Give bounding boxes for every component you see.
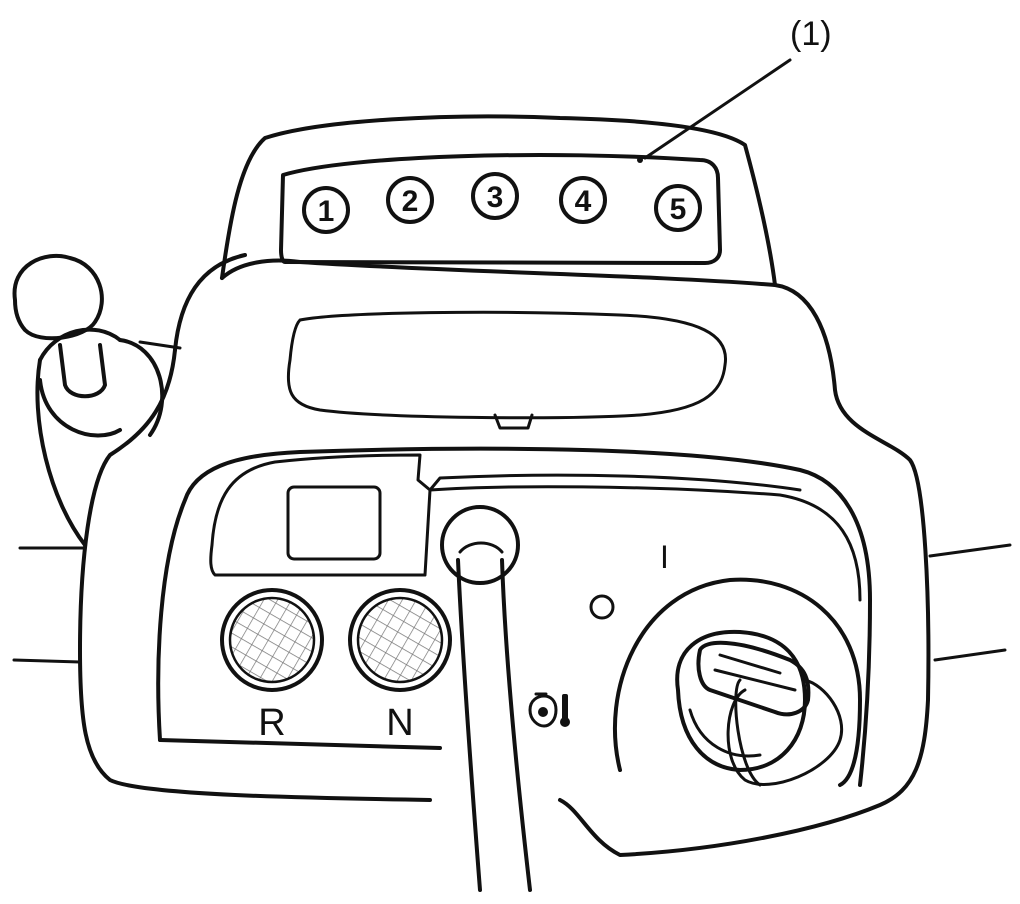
gear-digit-circle <box>386 176 434 224</box>
shift-lever <box>12 253 182 547</box>
gear-digits: 1 2 3 4 5 <box>302 172 702 234</box>
gear-digit-label: 3 <box>487 181 504 214</box>
key-off-marker <box>589 594 615 620</box>
panel-body <box>78 253 931 857</box>
engine-temperature-icon <box>528 692 570 728</box>
callout: (1) <box>637 15 832 163</box>
display-hood <box>220 114 777 287</box>
key-on-label: I <box>660 539 669 575</box>
key-switch-area: I <box>589 539 862 787</box>
callout-label: (1) <box>790 15 832 53</box>
cable-grommet <box>440 505 520 585</box>
gear-display-window <box>279 153 722 265</box>
gear-digit-circle <box>559 176 607 224</box>
gear-digit-circle <box>302 186 350 234</box>
gear-digit-circle <box>654 184 702 232</box>
cable <box>440 505 532 892</box>
gear-digit-1: 1 <box>302 186 350 234</box>
gear-digit-label: 2 <box>402 185 419 218</box>
status-window <box>286 485 382 561</box>
gear-digit-4: 4 <box>559 176 607 224</box>
indicator-lamp-label: N <box>386 702 413 744</box>
ignition-cylinder[interactable] <box>675 629 807 772</box>
gear-digit-3: 3 <box>471 172 519 220</box>
lower-plate <box>156 446 872 787</box>
gear-digit-label: 1 <box>318 195 335 228</box>
mount-lines-left <box>12 546 87 664</box>
ignition-key[interactable] <box>696 640 811 717</box>
callout-dot <box>637 157 643 163</box>
gear-digit-5: 5 <box>654 184 702 232</box>
gear-digit-label: 4 <box>575 185 592 218</box>
gear-digit-2: 2 <box>386 176 434 224</box>
indicator-lamp-n: N <box>348 588 452 744</box>
mount-lines-right <box>928 543 1012 662</box>
gear-digit-circle <box>471 172 519 220</box>
indicator-lamp-r: R <box>220 588 324 744</box>
indicator-lamp-label: R <box>258 702 285 744</box>
center-recess <box>286 310 728 430</box>
gear-digit-label: 5 <box>670 193 687 226</box>
